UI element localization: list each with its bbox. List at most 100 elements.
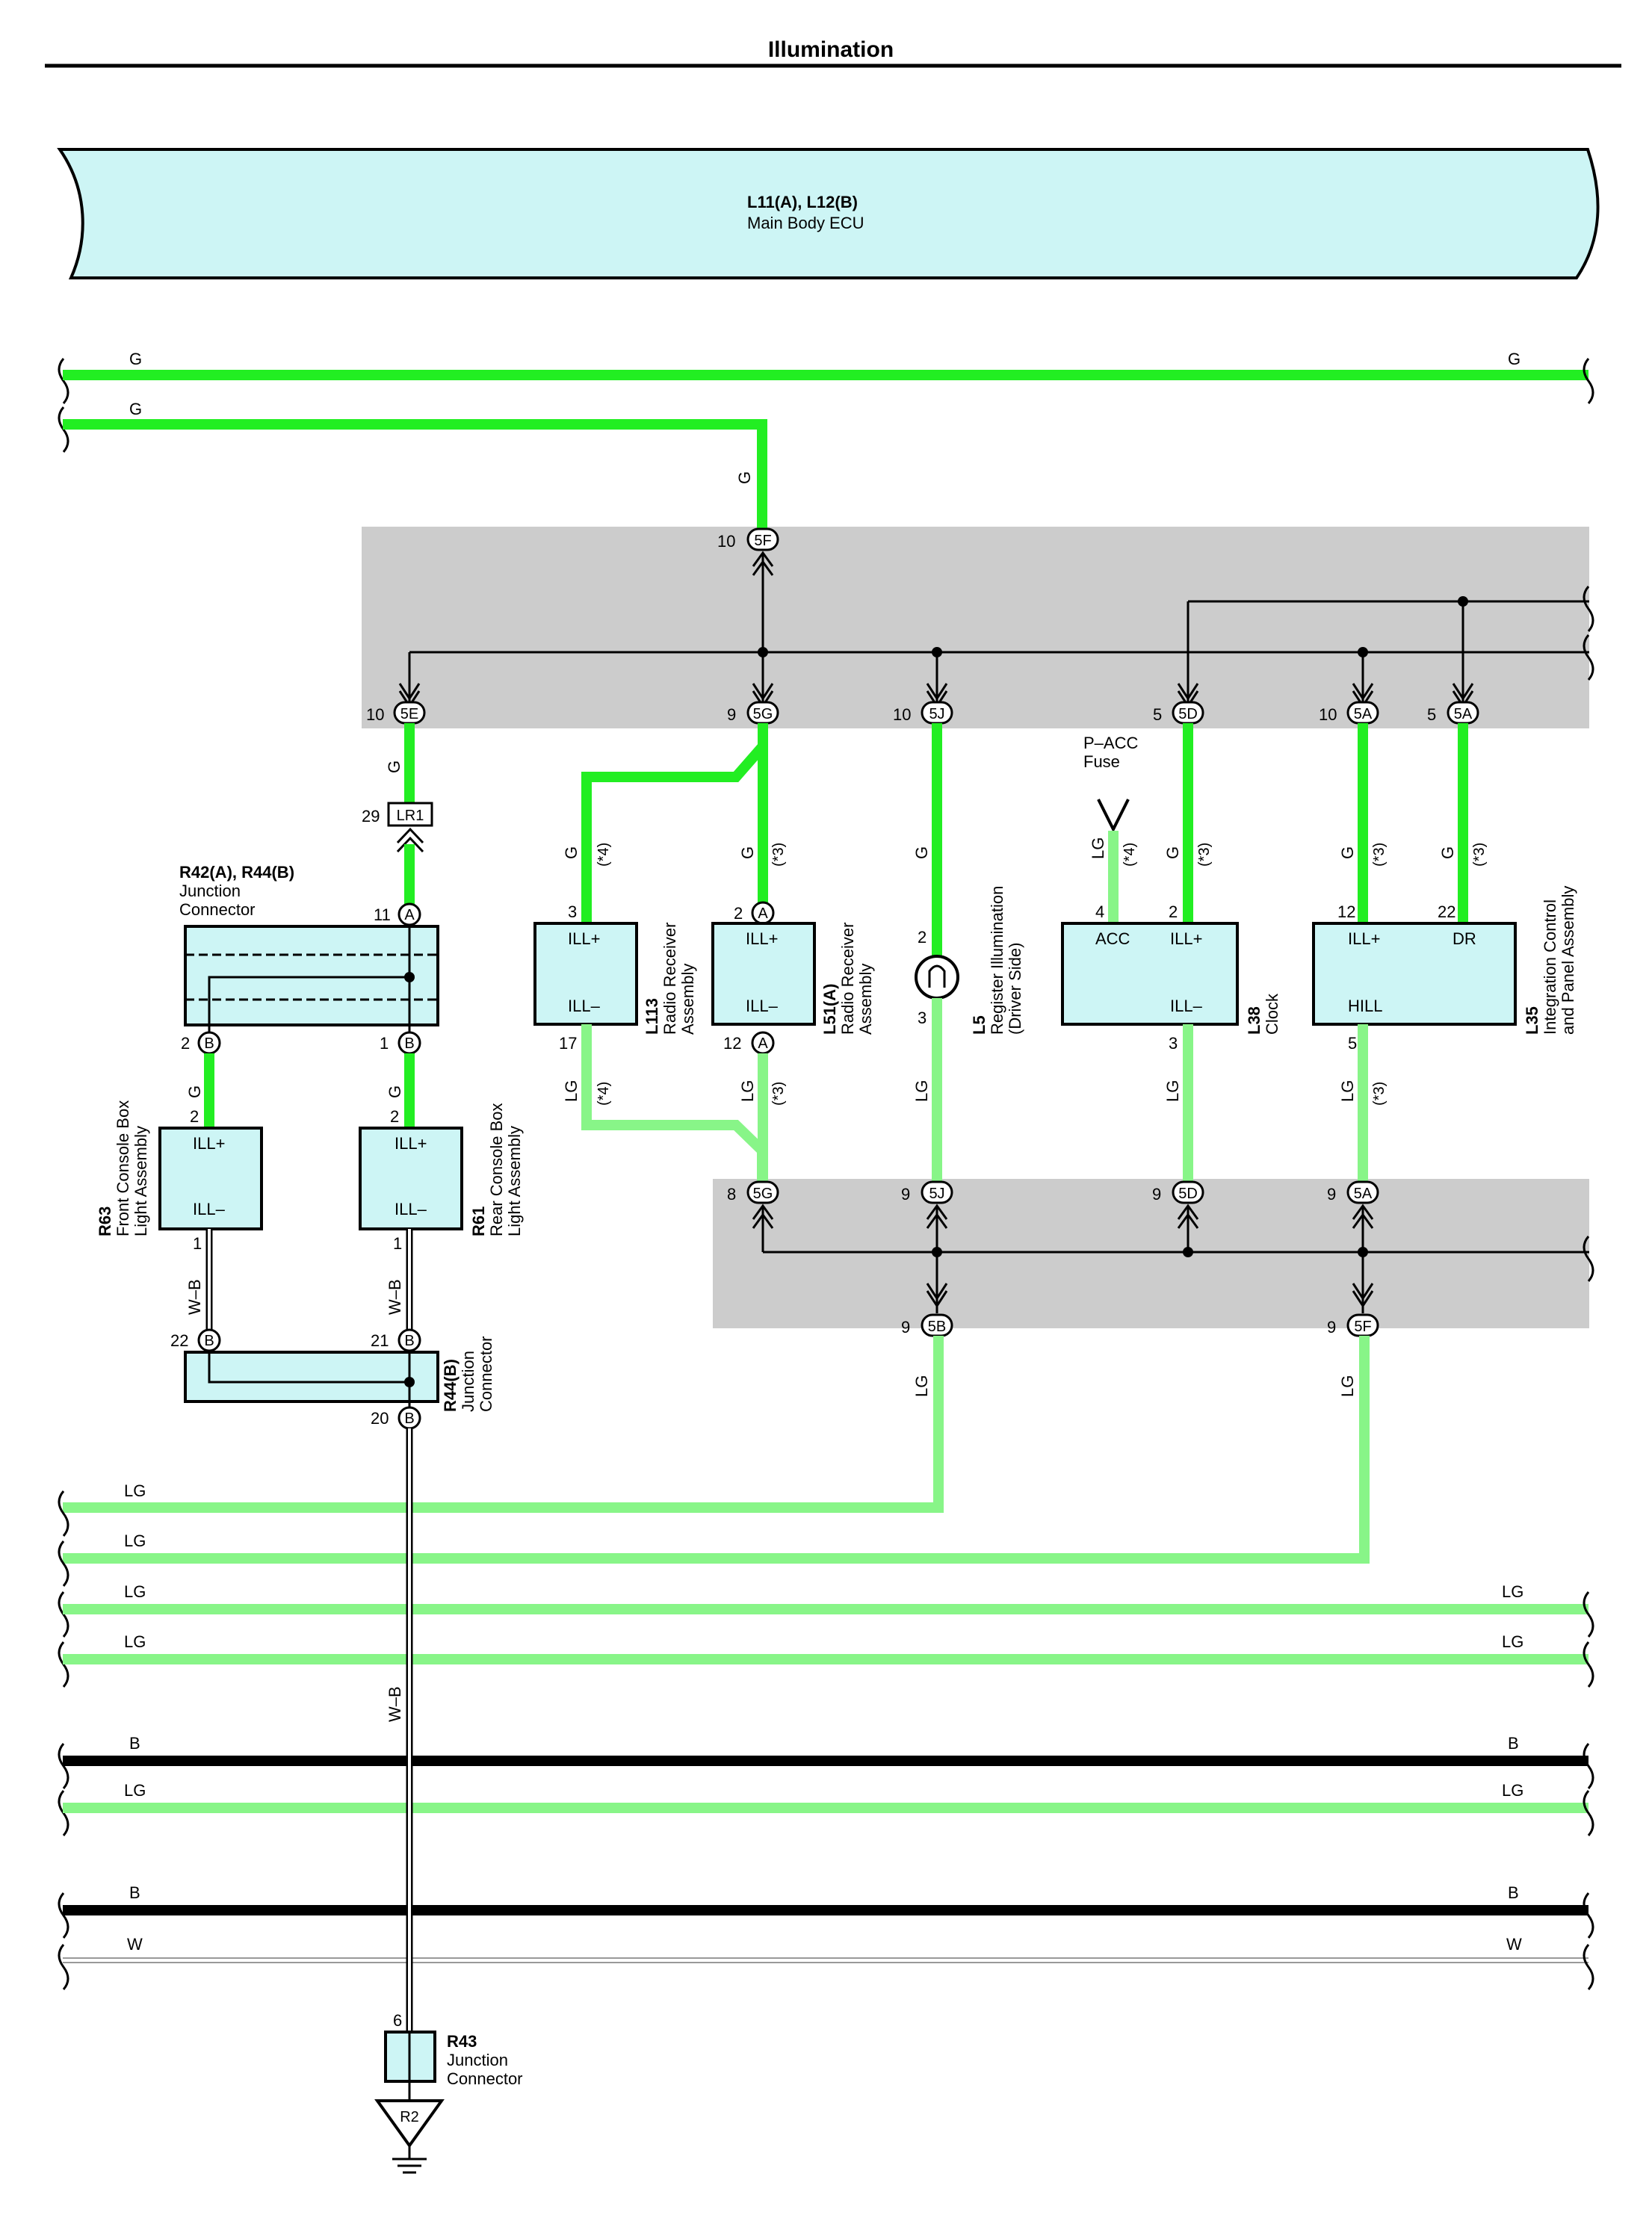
- connector-label: LR1: [397, 808, 424, 824]
- pin-letter: A: [404, 907, 415, 923]
- terminal-ill-minus: ILL–: [395, 1200, 427, 1218]
- l113-line2: Assembly: [678, 964, 697, 1035]
- note-n4: (*4): [1122, 843, 1138, 867]
- connector-5j-bottom: [921, 1180, 953, 1204]
- note-n3: (*3): [1471, 843, 1488, 867]
- junction-block-top: [362, 527, 1589, 728]
- ecu-code: L11(A), L12(B): [747, 193, 858, 211]
- note-n3: (*3): [1196, 843, 1213, 867]
- connector-label: 5D: [1178, 706, 1198, 722]
- terminal-ill-minus: ILL–: [746, 997, 779, 1015]
- pin-number: 3: [568, 902, 577, 921]
- pin-letter: B: [404, 1035, 414, 1052]
- pin-number: 11: [374, 905, 391, 924]
- wire-g2: G G: [58, 400, 767, 535]
- connector-5d-bottom: [1172, 1180, 1204, 1204]
- bottom-connectors: 5G 8 5J 9 5D 9 5A 9 5B 9 5F 9: [727, 1180, 1594, 1337]
- wire-color-b: B: [1508, 1734, 1519, 1753]
- l35-line1: Integration Control: [1541, 899, 1559, 1035]
- r44-line2: Connector: [477, 1336, 495, 1412]
- ecu-name: Main Body ECU: [747, 214, 864, 232]
- wire-color-lg: LG: [1338, 1080, 1357, 1102]
- terminal-dr: DR: [1453, 929, 1476, 948]
- terminal-ill-plus: ILL+: [568, 929, 600, 948]
- r63-code: R63: [96, 1207, 114, 1236]
- wire-color-lg: LG: [124, 1481, 146, 1500]
- connector-label: 5J: [929, 1186, 944, 1202]
- wire-color-g: G: [562, 846, 581, 859]
- r63-line1: Front Console Box: [114, 1100, 132, 1236]
- r43-line2: Connector: [447, 2069, 523, 2088]
- connector-lr1: [387, 802, 433, 827]
- pin-number: 1: [380, 1034, 389, 1053]
- connector-label: 5A: [1354, 706, 1373, 722]
- pin-number: 10: [717, 532, 735, 551]
- l51-line2: Assembly: [856, 964, 875, 1035]
- ground-r2-icon: [374, 2099, 445, 2149]
- connector-label: 5F: [1354, 1319, 1371, 1335]
- wire-color-lg: LG: [124, 1531, 146, 1550]
- connector-label: 5G: [753, 706, 773, 722]
- pin-number: 9: [901, 1185, 910, 1204]
- r44-junction-box: [184, 1351, 439, 1403]
- ground-label: R2: [400, 2109, 419, 2125]
- l38-line1: Clock: [1263, 993, 1281, 1035]
- connector-label: 5D: [1178, 1186, 1198, 1202]
- wire-color-g: G: [735, 471, 754, 484]
- main-body-ecu-box: [57, 148, 1600, 279]
- pin-number: 17: [559, 1034, 577, 1053]
- pin-number: 9: [727, 705, 736, 724]
- pin-number: 8: [727, 1185, 736, 1204]
- wire-color-g: G: [912, 846, 931, 859]
- r42-junction-box: [184, 925, 439, 1026]
- wire-color-lg: LG: [1163, 1080, 1182, 1102]
- pin-number: 5: [1153, 705, 1162, 724]
- pin-number: 22: [170, 1331, 188, 1350]
- terminal-ill-minus: ILL–: [193, 1200, 226, 1218]
- wire-color-g: G: [1338, 846, 1357, 859]
- wire-color-lg: LG: [1502, 1781, 1523, 1800]
- connector-5a-bottom: [1346, 1180, 1379, 1204]
- wire-color-lg: LG: [1502, 1632, 1523, 1651]
- junction-block-bottom: [713, 1179, 1589, 1328]
- pin-number: 10: [893, 705, 911, 724]
- l51-line1: Radio Receiver: [838, 923, 857, 1035]
- r43-line1: Junction: [447, 2051, 508, 2069]
- wire-color-g: G: [129, 400, 142, 418]
- r61-line2: Light Assembly: [505, 1126, 524, 1236]
- fuse-label-line1: P–ACC: [1083, 734, 1138, 752]
- pin-letter: B: [404, 1410, 414, 1427]
- pin-number: 22: [1438, 902, 1455, 921]
- terminal-ill-minus: ILL–: [568, 997, 601, 1015]
- connector-label: 5A: [1354, 1186, 1373, 1202]
- pin-number: 1: [193, 1234, 202, 1253]
- pin-number: 3: [1169, 1034, 1178, 1053]
- r43-code: R43: [447, 2032, 477, 2051]
- wire-color-lg: LG: [124, 1582, 146, 1601]
- connector-5f-top: [746, 527, 779, 551]
- wire-color-lg: LG: [562, 1080, 581, 1102]
- terminal-ill-plus: ILL+: [193, 1134, 225, 1153]
- pin-number: 4: [1095, 902, 1104, 921]
- l35-code: L35: [1523, 1006, 1541, 1035]
- pin-number: 2: [918, 928, 926, 947]
- r42-line1: Junction: [179, 882, 241, 900]
- l51-box: [711, 922, 816, 1026]
- r61-line1: Rear Console Box: [487, 1103, 506, 1236]
- pin-letter: B: [204, 1035, 214, 1052]
- r42-line2: Connector: [179, 900, 256, 919]
- r63-box: [158, 1127, 263, 1230]
- note-n3: (*3): [770, 843, 787, 867]
- terminal-acc: ACC: [1095, 929, 1130, 948]
- pin-number: 10: [1319, 705, 1337, 724]
- note-n3: (*3): [1371, 843, 1388, 867]
- pin-letter: A: [758, 1035, 768, 1052]
- note-n3: (*3): [770, 1082, 787, 1106]
- connector-label: 5B: [928, 1319, 946, 1335]
- wire-color-b: B: [129, 1734, 140, 1753]
- pin-number: 1: [393, 1234, 402, 1253]
- pin-letter: A: [758, 905, 768, 922]
- wire-color-w: W: [1506, 1935, 1522, 1954]
- wire-color-g: G: [738, 846, 757, 859]
